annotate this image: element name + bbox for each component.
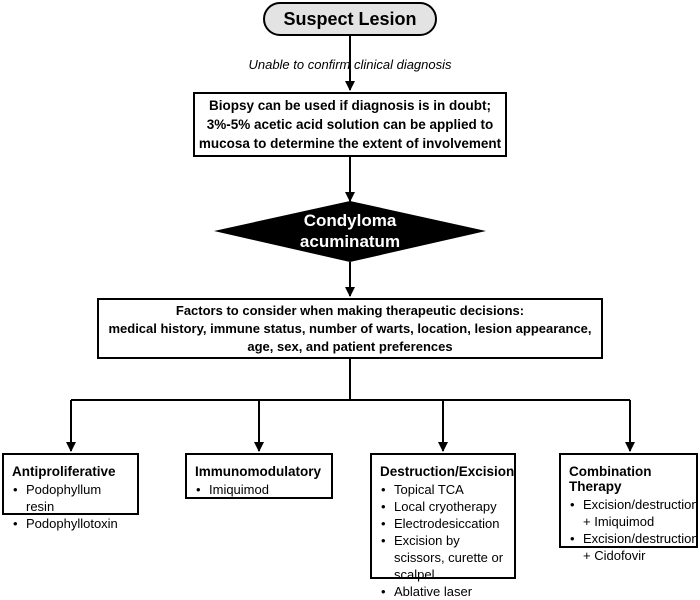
start-node: Suspect Lesion [263,2,437,36]
diagnosis-line: Condyloma [303,211,397,230]
treatment-item: Excision/destruction + Imiquimod [569,496,699,530]
treatment-item: Podophyllum resin [12,481,131,515]
flowchart: Suspect Lesion Unable to confirm clinica… [0,0,700,581]
treatment-list: Imiquimod [195,481,325,498]
treatment-list: Topical TCA Local cryotherapy Electrodes… [380,481,508,600]
treatment-item: Electrodesiccation [380,515,508,532]
treatment-item: Excision by scissors, curette or scalpel [380,532,508,583]
connectors [66,36,635,452]
treatment-box-destruction-excision: Destruction/Excision Topical TCA Local c… [370,453,516,600]
diagnosis-diamond [214,201,486,262]
treatment-title: Immunomodulatory [195,464,322,479]
diagnosis-label: Condyloma acuminatum [262,205,438,257]
decision-note: Unable to confirm clinical diagnosis [248,57,452,72]
treatment-item: Imiquimod [195,481,325,498]
factors-line: Factors to consider when making therapeu… [175,302,525,318]
treatment-box-combination-therapy: Combination Therapy Excision/destruction… [559,453,699,563]
treatment-title: Destruction/Excision [380,464,515,479]
treatment-item: Topical TCA [380,481,508,498]
treatment-list: Excision/destruction + Imiquimod Excisio… [569,496,699,564]
treatment-item: Local cryotherapy [380,498,508,515]
treatment-box-antiproliferative: Antiproliferative Podophyllum resin Podo… [2,453,139,532]
factors-box: Factors to consider when making therapeu… [97,298,603,359]
treatment-item: Podophyllotoxin [12,515,131,532]
factors-line: medical history, immune status, number o… [108,320,592,336]
biopsy-line: 3%-5% acetic acid solution can be applie… [206,117,494,132]
treatment-box-immunomodulatory: Immunomodulatory Imiquimod [185,453,333,499]
biopsy-line: Biopsy can be used if diagnosis is in do… [208,98,492,113]
factors-line: age, sex, and patient preferences [247,338,453,354]
biopsy-line: mucosa to determine the extent of involv… [198,136,502,151]
treatment-title: Antiproliferative [12,464,116,479]
treatment-item: Excision/destruction + Cidofovir [569,530,699,564]
treatment-item: Ablative laser [380,583,508,600]
treatment-list: Podophyllum resin Podophyllotoxin [12,481,131,532]
treatment-title: Combination Therapy [569,464,652,494]
diagnosis-line: acuminatum [299,232,401,251]
biopsy-box: Biopsy can be used if diagnosis is in do… [193,92,507,157]
